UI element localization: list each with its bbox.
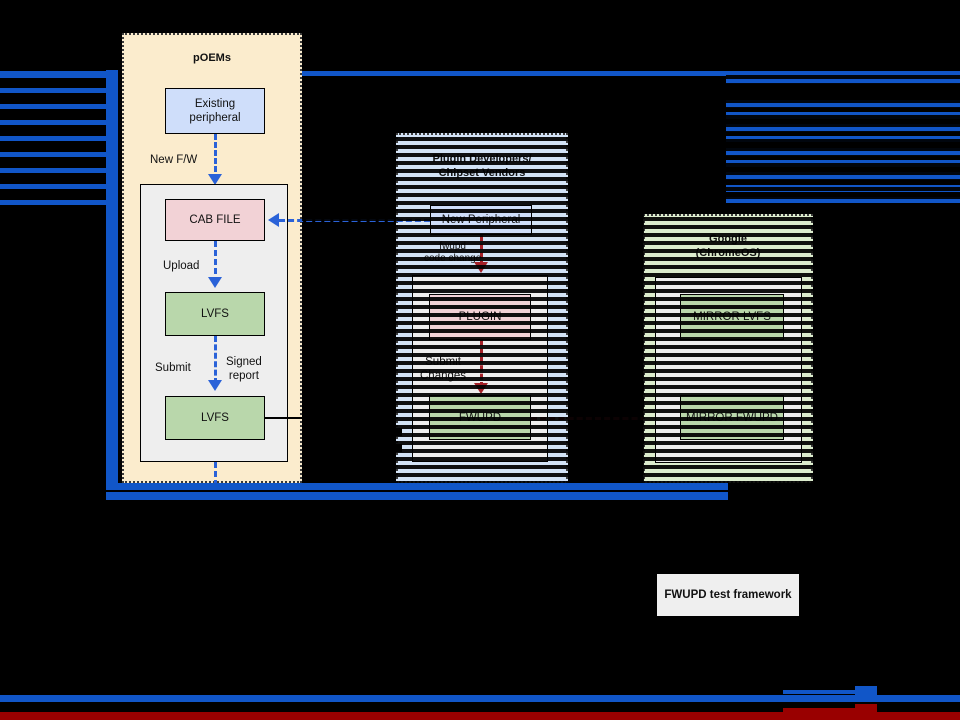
artifact-blue-seg-left-4 <box>0 136 106 141</box>
edge-lvfs-tail <box>214 462 217 486</box>
edge-label-submit: Submit <box>155 362 191 374</box>
node-lvfs-upload[interactable]: LVFS <box>165 292 265 336</box>
artifact-black-block-top-right-2 <box>647 88 960 98</box>
artifact-blue-seg-left-6 <box>0 168 106 173</box>
artifact-black-block-poems-2 <box>339 444 402 452</box>
artifact-blue-rule-bottom-short <box>783 690 863 694</box>
edge-label-fwupd-code-change: fwupd code change <box>424 241 482 264</box>
arrowhead-submit-changes <box>474 383 488 394</box>
arrowhead-submit <box>208 380 222 391</box>
artifact-blue-seg-left-7 <box>0 184 106 189</box>
artifact-blue-seg-left-1 <box>0 88 106 93</box>
edge-lvfs-to-lvfs <box>214 336 217 384</box>
node-fwupd[interactable]: FWUPD <box>429 395 531 440</box>
artifact-blue-bar-bottom-1 <box>106 483 728 490</box>
node-mirror-lvfs[interactable]: MIRROR LVFS <box>680 294 784 340</box>
artifact-blue-band-7 <box>726 124 960 132</box>
artifact-lower-black-field <box>0 500 960 720</box>
artifact-black-block-center <box>327 201 395 211</box>
artifact-blue-band-3 <box>726 75 960 84</box>
artifact-blue-seg-left-3 <box>0 120 106 125</box>
artifact-blue-band-10 <box>726 160 960 167</box>
edge-label-submit-changes: Submit Changes <box>420 356 467 382</box>
arrowhead-upload <box>208 277 222 288</box>
edge-existing-to-cab <box>214 134 217 180</box>
edge-label-upload: Upload <box>163 260 200 272</box>
group-poems-title: pOEMs <box>193 52 231 64</box>
artifact-blue-bar-bottom-2 <box>106 492 728 500</box>
artifact-red-rule-bottom-short <box>783 708 863 712</box>
arrowhead-new-fw <box>208 174 222 185</box>
node-existing-peripheral[interactable]: Existing peripheral <box>165 88 265 134</box>
artifact-blue-band-2 <box>302 71 960 76</box>
artifact-red-rule-bottom-full <box>0 712 960 720</box>
arrowhead-new-peripheral-to-cab <box>268 213 279 227</box>
node-new-peripheral[interactable]: New Peripheral <box>430 205 532 235</box>
artifact-blue-band-5 <box>726 100 960 108</box>
artifact-blue-band-12 <box>726 185 960 192</box>
edge-new-peripheral-to-cab <box>279 219 430 222</box>
artifact-black-block-low-2 <box>583 398 644 407</box>
artifact-blue-rule-bottom-full <box>0 695 960 702</box>
artifact-blue-band-6 <box>726 112 960 119</box>
artifact-blue-seg-left-2 <box>0 104 106 109</box>
artifact-blue-band-11 <box>726 172 960 180</box>
node-plugin[interactable]: PLUGIN <box>429 294 531 340</box>
node-cab-file[interactable]: CAB FILE <box>165 199 265 241</box>
edge-label-new-fw: New F/W <box>150 154 198 166</box>
caption-fwupd-test-framework-visible: FWUPD test framework <box>657 574 799 616</box>
group-plugin-developers-title: Plugin Developers/ Chipset Vendors <box>432 153 532 179</box>
artifact-blue-band-1 <box>0 71 118 78</box>
artifact-black-block-low-1 <box>580 382 644 391</box>
edge-cab-to-lvfs <box>214 241 217 283</box>
artifact-black-block-top-right <box>655 51 960 61</box>
artifact-blue-vertical-bar-left <box>106 70 118 483</box>
artifact-blue-band-8 <box>726 136 960 142</box>
node-lvfs-submit[interactable]: LVFS <box>165 396 265 440</box>
artifact-top-black-band <box>0 0 960 33</box>
artifact-blue-band-9 <box>726 148 960 156</box>
artifact-blue-seg-left-5 <box>0 152 106 157</box>
edge-plugin-to-fwupd <box>480 340 483 388</box>
artifact-blue-seg-left-8 <box>0 200 106 205</box>
artifact-black-block-low-3 <box>580 434 644 444</box>
edge-label-signed-report: Signed report <box>226 356 262 382</box>
group-google-chromeos-title: Google (ChromeOS) <box>695 233 761 259</box>
artifact-blue-band-13 <box>726 197 960 203</box>
artifact-black-block-poems-1 <box>327 428 402 436</box>
node-mirror-fwupd[interactable]: MIRROR FWUPD <box>680 395 784 440</box>
